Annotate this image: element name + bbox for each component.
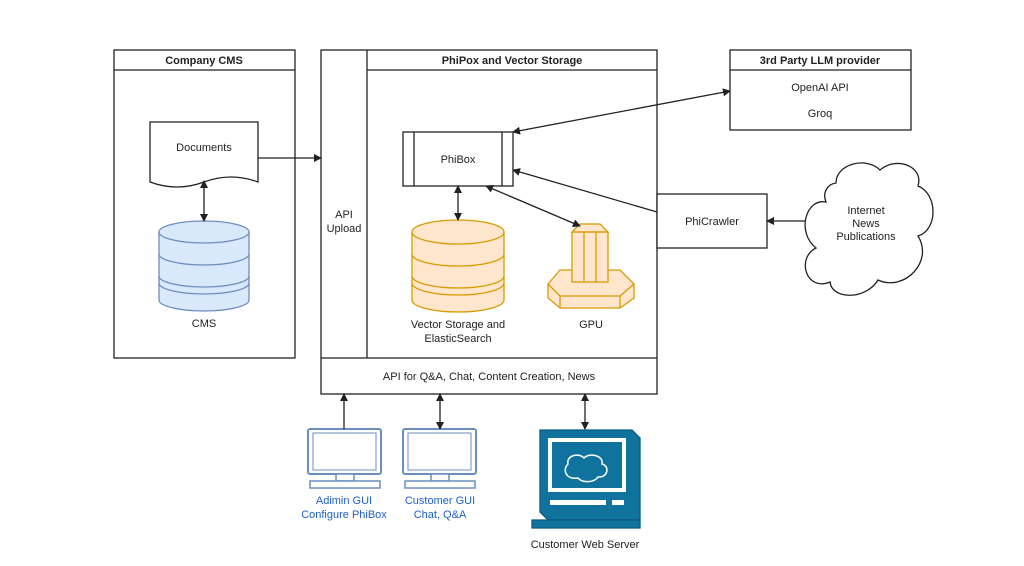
phicrawler-to-phibox-arrow	[512, 168, 658, 213]
phibox-gpu-arrow	[485, 185, 581, 227]
api-upload-label-line2: Upload	[327, 223, 362, 235]
internet-label-line1: Internet	[847, 205, 884, 217]
llm-provider-box[interactable]: 3rd Party LLM provider OpenAI API Groq	[729, 49, 912, 131]
admin-monitor-icon[interactable]	[307, 428, 382, 489]
company-cms-container: Company CMS Documents CMS	[113, 49, 296, 359]
api-upload-label-line1: API	[335, 209, 353, 221]
admin-gui-label-line2: Configure PhiBox	[301, 509, 387, 521]
connectors	[200, 88, 805, 430]
api-bar-label: API for Q&A, Chat, Content Creation, New…	[383, 371, 596, 383]
phibox-label: PhiBox	[441, 154, 476, 166]
phibox-container: PhiPox and Vector Storage API Upload Phi…	[320, 49, 658, 395]
documents-shape[interactable]: Documents	[149, 121, 259, 188]
documents-label: Documents	[176, 142, 232, 154]
phibox-llm-arrow	[512, 88, 731, 135]
gpu-label: GPU	[579, 319, 603, 331]
internet-cloud-icon[interactable]: Internet News Publications	[804, 162, 934, 296]
customer-monitor-icon[interactable]	[402, 428, 477, 489]
llm-item-openai: OpenAI API	[791, 82, 848, 94]
phibox-process[interactable]: PhiBox	[402, 131, 514, 187]
vector-storage-database-icon[interactable]	[411, 219, 505, 313]
vector-storage-label-line2: ElasticSearch	[424, 333, 491, 345]
web-server-label: Customer Web Server	[531, 539, 640, 551]
customer-gui-label-line1: Customer GUI	[405, 495, 475, 507]
internet-label-line2: News	[852, 218, 880, 230]
company-cms-title: Company CMS	[165, 55, 243, 67]
phibox-panel-title: PhiPox and Vector Storage	[442, 55, 583, 67]
web-server-terminal-icon[interactable]	[531, 429, 641, 529]
customer-gui-label-line2: Chat, Q&A	[414, 509, 467, 521]
internet-label-line3: Publications	[836, 231, 896, 243]
phicrawler-box[interactable]: PhiCrawler	[656, 193, 768, 249]
cms-label: CMS	[192, 318, 216, 330]
gpu-icon[interactable]	[547, 223, 635, 309]
llm-item-groq: Groq	[808, 108, 832, 120]
llm-provider-title: 3rd Party LLM provider	[760, 55, 881, 67]
vector-storage-label-line1: Vector Storage and	[411, 319, 505, 331]
cms-database-icon[interactable]	[158, 220, 250, 312]
admin-gui-label-line1: Adimin GUI	[316, 495, 372, 507]
phicrawler-label: PhiCrawler	[685, 216, 739, 228]
